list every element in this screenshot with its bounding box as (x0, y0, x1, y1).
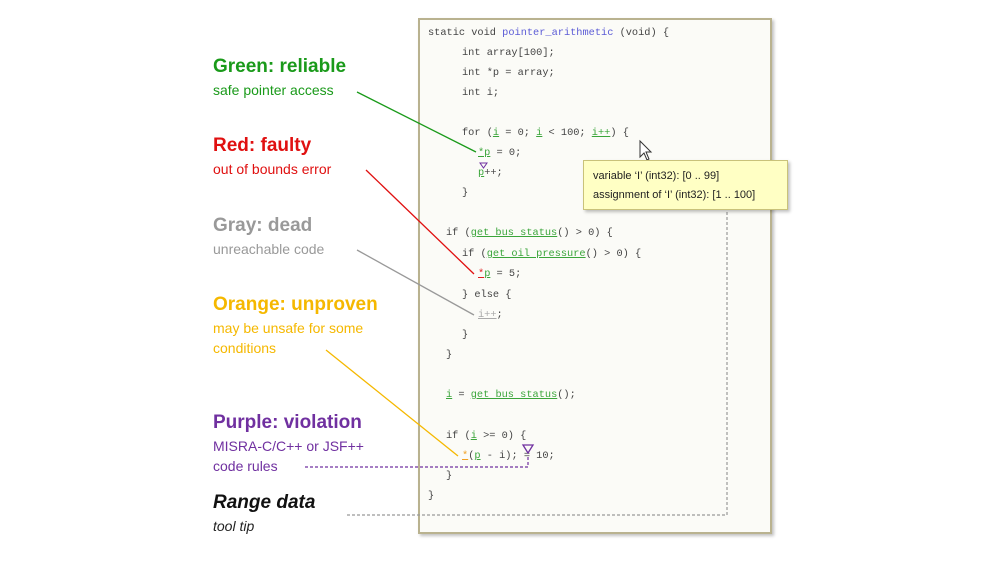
code-token: for ( (462, 127, 493, 139)
code-line: int array[100]; (462, 46, 555, 60)
code-token: ++; (484, 167, 503, 179)
code-token: (); (557, 389, 576, 401)
code-line: if (get oil pressure() > 0) { (462, 247, 641, 261)
code-line: if (get bus status() > 0) { (446, 226, 613, 240)
red-faulty-description: out of bounds error (213, 159, 331, 179)
code-token-g[interactable]: i (470, 430, 477, 442)
gray-dead-label: Gray: dead (213, 215, 313, 236)
code-token: - i); = 10; (480, 450, 555, 462)
mouse-cursor-icon (639, 139, 653, 161)
code-line: for (i = 0; i < 100; i++) { (462, 126, 629, 140)
code-token: = 0; (490, 147, 522, 159)
code-token-g[interactable]: *p (478, 147, 491, 159)
code-token: int array[100]; (462, 47, 555, 59)
code-line: } else { (462, 288, 511, 302)
code-token: if ( (446, 227, 471, 239)
code-line: *(p - i); = 10; (462, 449, 555, 463)
code-token: < 100; (542, 127, 592, 139)
code-token: ; (496, 309, 503, 321)
red-connector (365, 169, 475, 275)
code-token: ) { (610, 127, 629, 139)
description-line: safe pointer access (213, 82, 334, 98)
gray-connector (356, 249, 475, 316)
purple-connector (305, 457, 529, 468)
description-line: tool tip (213, 518, 255, 534)
code-line: *p = 5; (478, 267, 521, 281)
code-token: } else { (462, 289, 512, 301)
purple-violation-marker (521, 444, 535, 455)
code-token-g[interactable]: i++ (591, 127, 611, 139)
description-line: conditions (213, 340, 277, 356)
description-line: unreachable code (213, 241, 325, 257)
tooltip-line: assignment of ‘I’ (int32): [1 .. 100] (593, 189, 756, 201)
gray-dead-description: unreachable code (213, 239, 324, 259)
code-token: int i; (462, 87, 500, 99)
red-faulty-label: Red: faulty (213, 135, 312, 156)
range-tooltip: variable ‘I’ (int32): [0 .. 99] assignme… (583, 160, 788, 210)
orange-unproven-label: Orange: unproven (213, 294, 378, 315)
code-token: = (452, 389, 471, 401)
code-line: } (446, 348, 452, 362)
code-line: } (428, 489, 434, 503)
code-token: int *p = array; (462, 67, 555, 79)
description-line: MISRA-C/C++ or JSF++ (213, 438, 364, 454)
code-token: ( (468, 450, 475, 462)
code-token: } (446, 349, 453, 361)
code-token: } (428, 490, 435, 502)
code-token-g[interactable]: get bus status (470, 227, 558, 239)
code-token-o[interactable]: * (462, 450, 469, 462)
code-token: if ( (446, 430, 471, 442)
code-token-fn: pointer_arithmetic (502, 27, 614, 39)
code-token: () > 0) { (585, 248, 642, 260)
orange-unproven-description: may be unsafe for some conditions (213, 318, 363, 358)
code-line: } (462, 186, 468, 200)
code-token: = 0; (499, 127, 537, 139)
description-line: may be unsafe for some (213, 320, 364, 336)
description-line: code rules (213, 458, 278, 474)
code-token: } (446, 470, 453, 482)
code-line: i = get bus status(); (446, 388, 576, 402)
code-token-g[interactable]: i (492, 127, 500, 139)
code-token-r[interactable]: * (478, 268, 485, 280)
code-token: static void (428, 27, 503, 39)
green-reliable-description: safe pointer access (213, 80, 334, 100)
code-token-g[interactable]: get bus status (470, 389, 558, 401)
code-line: int *p = array; (462, 66, 555, 80)
code-line: i++; (478, 308, 503, 322)
range-data-description: tool tip (213, 516, 254, 536)
purple-violation-marker-small (479, 162, 488, 169)
code-token: (void) { (613, 27, 670, 39)
purple-violation-description: MISRA-C/C++ or JSF++ code rules (213, 436, 364, 476)
description-line: out of bounds error (213, 161, 332, 177)
code-token: () > 0) { (557, 227, 613, 239)
code-token-g[interactable]: i (536, 127, 543, 139)
code-line: static void pointer_arithmetic (void) { (428, 26, 669, 40)
code-token-g[interactable]: p (474, 450, 481, 462)
purple-violation-label: Purple: violation (213, 412, 362, 433)
code-line: if (i >= 0) { (446, 429, 526, 443)
code-token-g[interactable]: i (446, 389, 453, 401)
code-line: *p = 0; (478, 146, 521, 160)
code-line: p++; (478, 166, 503, 180)
code-line: } (446, 469, 452, 483)
code-token: } (462, 187, 469, 199)
tooltip-line: variable ‘I’ (int32): [0 .. 99] (593, 170, 720, 182)
code-line: int i; (462, 86, 499, 100)
code-token-g[interactable]: get oil pressure (486, 248, 586, 260)
code-token: if ( (462, 248, 487, 260)
code-token: = 5; (490, 268, 522, 280)
green-reliable-label: Green: reliable (213, 56, 347, 77)
code-token-g[interactable]: p (478, 167, 485, 179)
orange-connector (325, 349, 459, 457)
range-connector (345, 212, 728, 516)
code-token-g[interactable]: p (484, 268, 491, 280)
code-line: } (462, 328, 468, 342)
code-token: >= 0) { (476, 430, 527, 442)
range-data-label: Range data (213, 492, 316, 513)
code-token-gray[interactable]: i++ (478, 309, 497, 321)
code-panel (418, 18, 772, 534)
code-token: } (462, 329, 469, 341)
green-connector (356, 91, 477, 153)
